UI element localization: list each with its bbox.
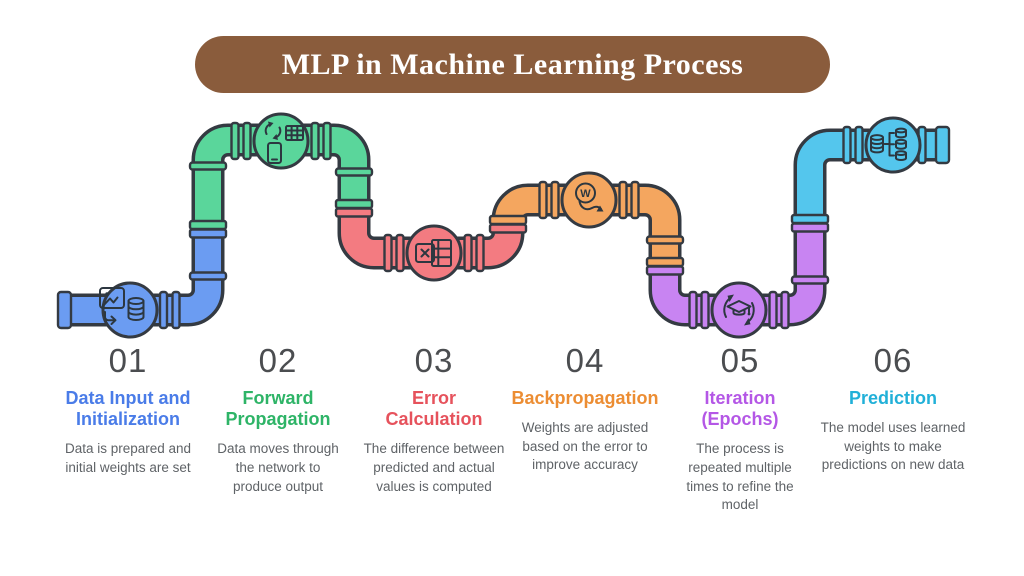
title-banner: MLP in Machine Learning Process (195, 36, 830, 93)
step-description: Data moves through the network to produc… (217, 441, 339, 494)
pipe-flanges (158, 121, 927, 330)
prediction-icon (870, 127, 907, 161)
step-number: 05 (720, 342, 760, 379)
error-calculation-icon (415, 239, 452, 267)
step-column-6: 06 Prediction The model uses learned wei… (808, 344, 978, 475)
step-column-2: 02 Forward Propagation Data moves throug… (193, 344, 363, 496)
step-number: 04 (565, 342, 605, 379)
step-title: Data Input and Initialization (65, 388, 191, 430)
forward-propagation-icon (264, 121, 304, 164)
step-column-5: 05 Iteration (Epochs) The process is rep… (655, 344, 825, 515)
step-description: The process is repeated multiple times t… (686, 441, 794, 513)
step-number: 03 (414, 342, 454, 379)
step-title: Forward Propagation (225, 388, 331, 430)
step-column-1: 01 Data Input and Initialization Data is… (43, 344, 213, 478)
step-description: The model uses learned weights to make p… (820, 420, 966, 473)
step-description: The difference between predicted and act… (363, 441, 505, 494)
backpropagation-icon: W (575, 182, 604, 212)
pipe-segment-cyan (793, 128, 940, 226)
step-title: Error Calculation (385, 388, 483, 430)
weight-glyph: W (580, 188, 591, 200)
pipe-couplings (188, 198, 830, 276)
pipe-start-cap (56, 290, 73, 330)
station-data-input (101, 281, 159, 339)
step-description: Data is prepared and initial weights are… (64, 441, 192, 476)
step-column-3: 03 Error Calculation The difference betw… (349, 344, 519, 496)
step-number: 01 (108, 342, 148, 379)
station-iteration (710, 281, 768, 339)
pipe-end-cap (934, 125, 951, 165)
step-number: 06 (873, 342, 913, 379)
station-backpropagation (560, 171, 618, 229)
data-input-icon (99, 287, 145, 325)
pipe-segment-blue (66, 228, 225, 327)
step-title: Backpropagation (511, 388, 659, 408)
step-column-4: 04 Backpropagation Weights are adjusted … (500, 344, 670, 475)
iteration-icon (723, 294, 755, 326)
step-title: Prediction (848, 388, 937, 408)
step-number: 02 (258, 342, 298, 379)
page-title: MLP in Machine Learning Process (281, 47, 744, 81)
step-title: Iteration (Epochs) (701, 388, 779, 430)
step-description: Weights are adjusted based on the error … (521, 420, 649, 473)
